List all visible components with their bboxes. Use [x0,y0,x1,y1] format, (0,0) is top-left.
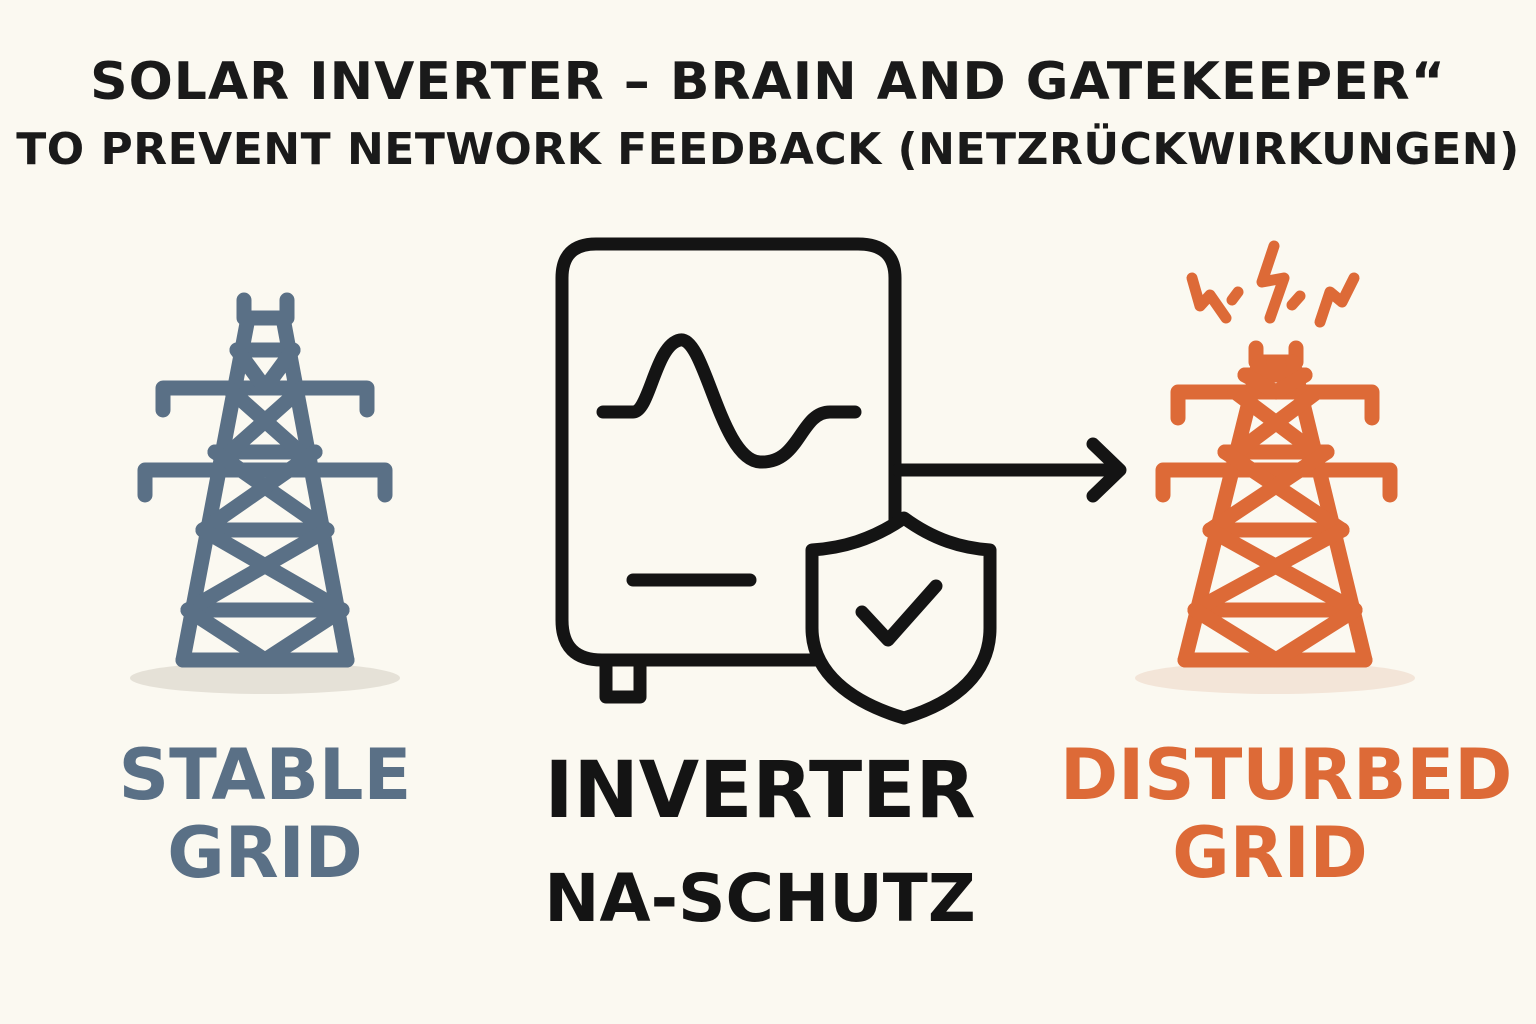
stable-grid-label-line1: STABLE [118,734,412,816]
stable-grid-tower-icon [130,292,400,694]
disturbed-grid-label: DISTURBED GRID [1060,734,1513,895]
title-line-2: TO PREVENT NETWORK FEEDBACK (NETZRÜCKWIR… [16,124,1520,175]
arrow-right-icon [891,437,1127,503]
title-line-1: SOLAR INVERTER – BRAIN AND GATEKEEPER“ [90,52,1446,112]
stable-grid-label-line2: GRID [167,812,363,895]
lightning-bolts-icon [1186,240,1360,328]
disturbed-grid-label-line1: DISTURBED [1060,734,1513,816]
inverter-icon [555,237,902,704]
stable-grid-label: STABLE GRID [80,736,450,893]
shield-check-icon [805,511,997,725]
inverter-label: INVERTER [544,746,976,836]
disturbed-grid-label-line2: GRID [1172,812,1368,895]
disturbed-grid-tower-icon [1135,340,1415,694]
na-schutz-label: NA-SCHUTZ [544,860,976,937]
